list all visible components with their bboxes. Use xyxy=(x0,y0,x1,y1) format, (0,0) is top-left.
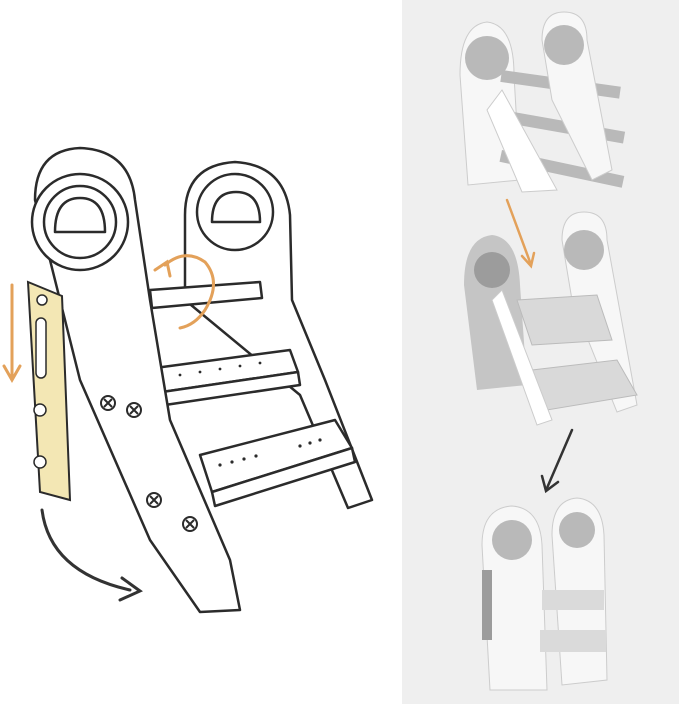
sequence-arrow-icon xyxy=(540,428,574,494)
stool-state-middle xyxy=(464,211,638,426)
folding-sequence-panel xyxy=(402,0,679,704)
screws xyxy=(100,395,198,532)
stool-state-top xyxy=(459,11,626,193)
stool-state-bottom xyxy=(481,497,608,691)
folding-sequence xyxy=(459,11,638,691)
sequence-arrow-icon xyxy=(505,198,536,269)
curved-arrow-icon xyxy=(40,508,143,602)
assembly-drawing-panel xyxy=(2,146,374,614)
down-arrow-icon xyxy=(2,283,22,384)
right-handle-cutout xyxy=(210,190,262,224)
rotate-arrow-icon xyxy=(153,254,215,330)
highlighted-bracket xyxy=(26,280,72,502)
left-handle-cutout xyxy=(53,196,107,234)
bottom-step-edge xyxy=(210,446,357,508)
step-stool-line-drawing xyxy=(2,146,374,614)
step-texture-dots xyxy=(178,361,322,467)
